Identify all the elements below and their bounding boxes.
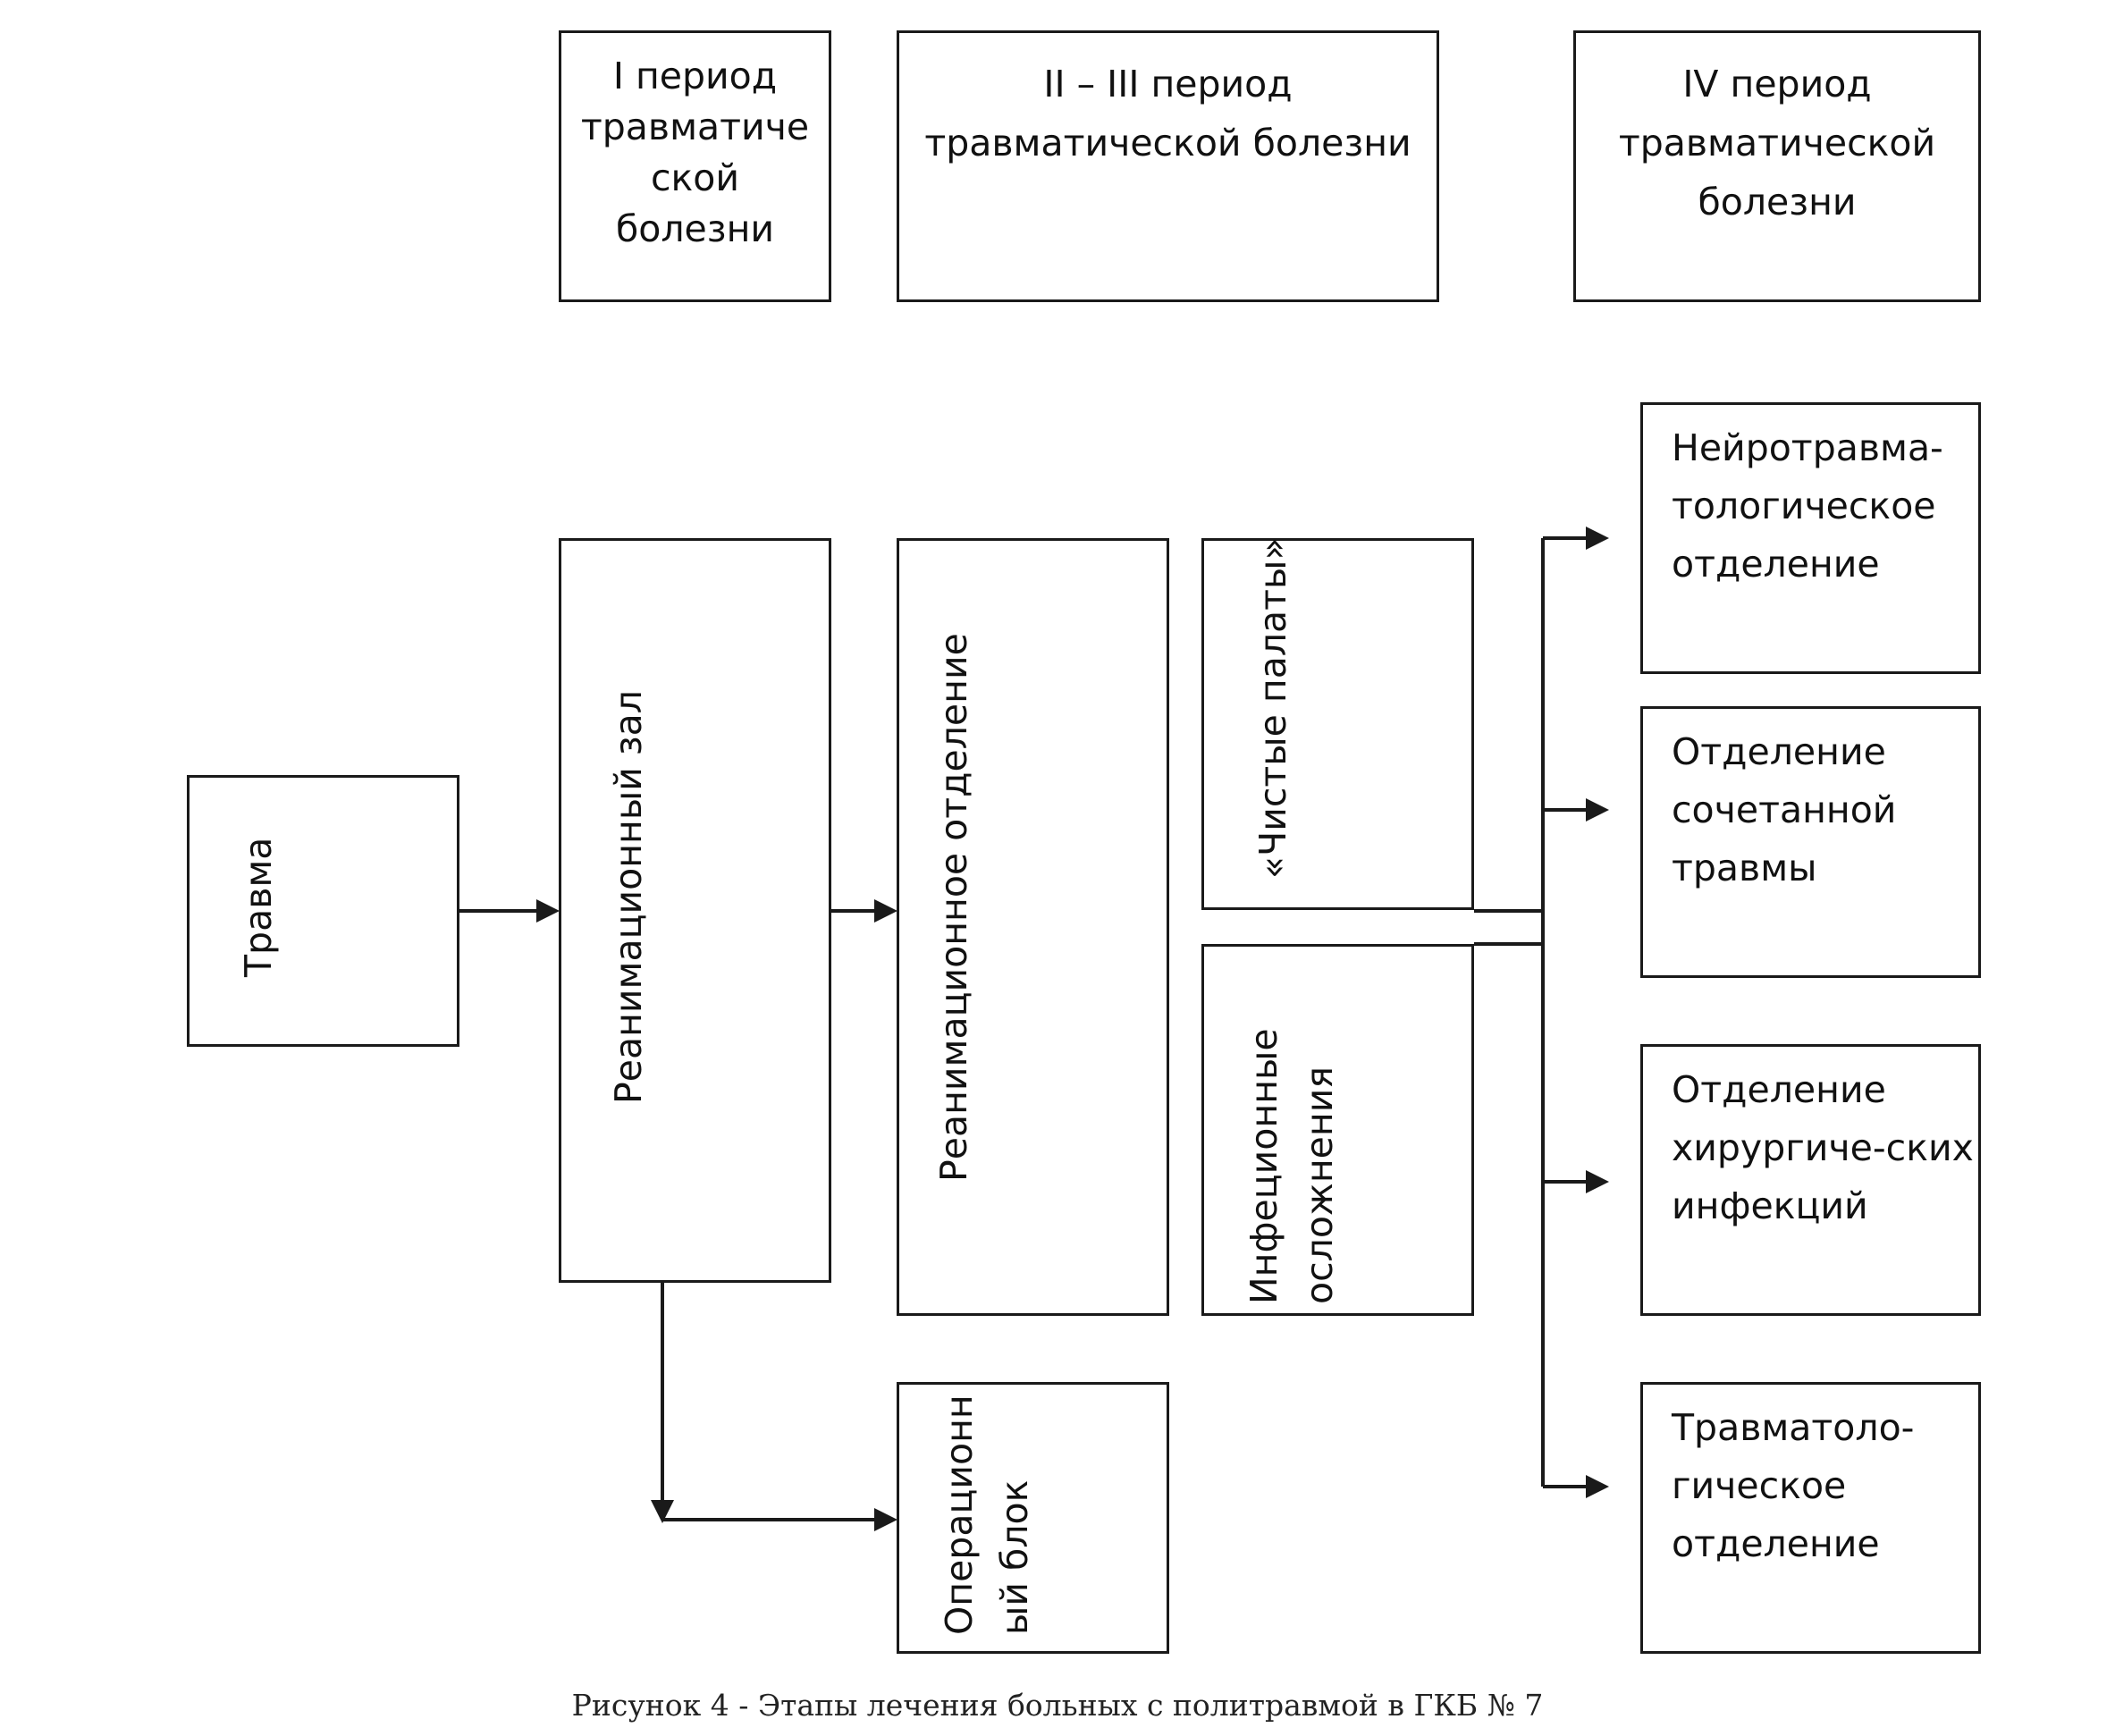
arrowhead-neuro — [1586, 527, 1609, 550]
combined-trauma-department-box: Отделение сочетанной травмы — [1640, 706, 1981, 978]
period-2-3-box: II – III период травматической болезни — [897, 30, 1439, 302]
infection-complications-box: Инфеционные осложнения — [1201, 944, 1474, 1316]
clean-wards-box: «Чистые палаты» — [1201, 538, 1474, 910]
surgical-infections-department-label: Отделение хирургиче-ских инфекций — [1672, 1068, 1974, 1227]
arrowhead-surgical — [1586, 1170, 1609, 1193]
icu-box: Реанимационное отделение — [897, 538, 1169, 1316]
arrowhead-operating — [874, 1508, 897, 1531]
period-1-label: I период травматиче ской болезни — [580, 55, 810, 250]
trauma-box: Травма — [187, 775, 459, 1047]
arrowhead-traumatology — [1586, 1475, 1609, 1498]
combined-trauma-department-label: Отделение сочетанной травмы — [1672, 730, 1897, 889]
figure-caption: Рисунок 4 - Этапы лечения больных с поли… — [571, 1688, 1544, 1723]
period-4-label: IV период травматической болезни — [1618, 63, 1936, 223]
operating-block-box: Операционн ый блок — [897, 1382, 1169, 1654]
arrowhead-combined — [1586, 798, 1609, 822]
period-4-box: IV период травматической болезни — [1573, 30, 1981, 302]
resuscitation-hall-box: Реанимационный зал — [559, 538, 831, 1283]
arrowhead-hall — [536, 899, 560, 923]
surgical-infections-department-box: Отделение хирургиче-ских инфекций — [1640, 1044, 1981, 1316]
traumatology-department-label: Травматоло- гическое отделение — [1672, 1406, 1915, 1565]
traumatology-department-box: Травматоло- гическое отделение — [1640, 1382, 1981, 1654]
arrowhead-icu — [874, 899, 897, 923]
period-2-3-label: II – III период травматической болезни — [924, 63, 1411, 164]
arrowhead-down — [651, 1500, 674, 1523]
neurotrauma-department-box: Нейротравма- тологическое отделение — [1640, 402, 1981, 674]
neurotrauma-department-label: Нейротравма- тологическое отделение — [1672, 426, 1943, 586]
period-1-box: I период травматиче ской болезни — [559, 30, 831, 302]
